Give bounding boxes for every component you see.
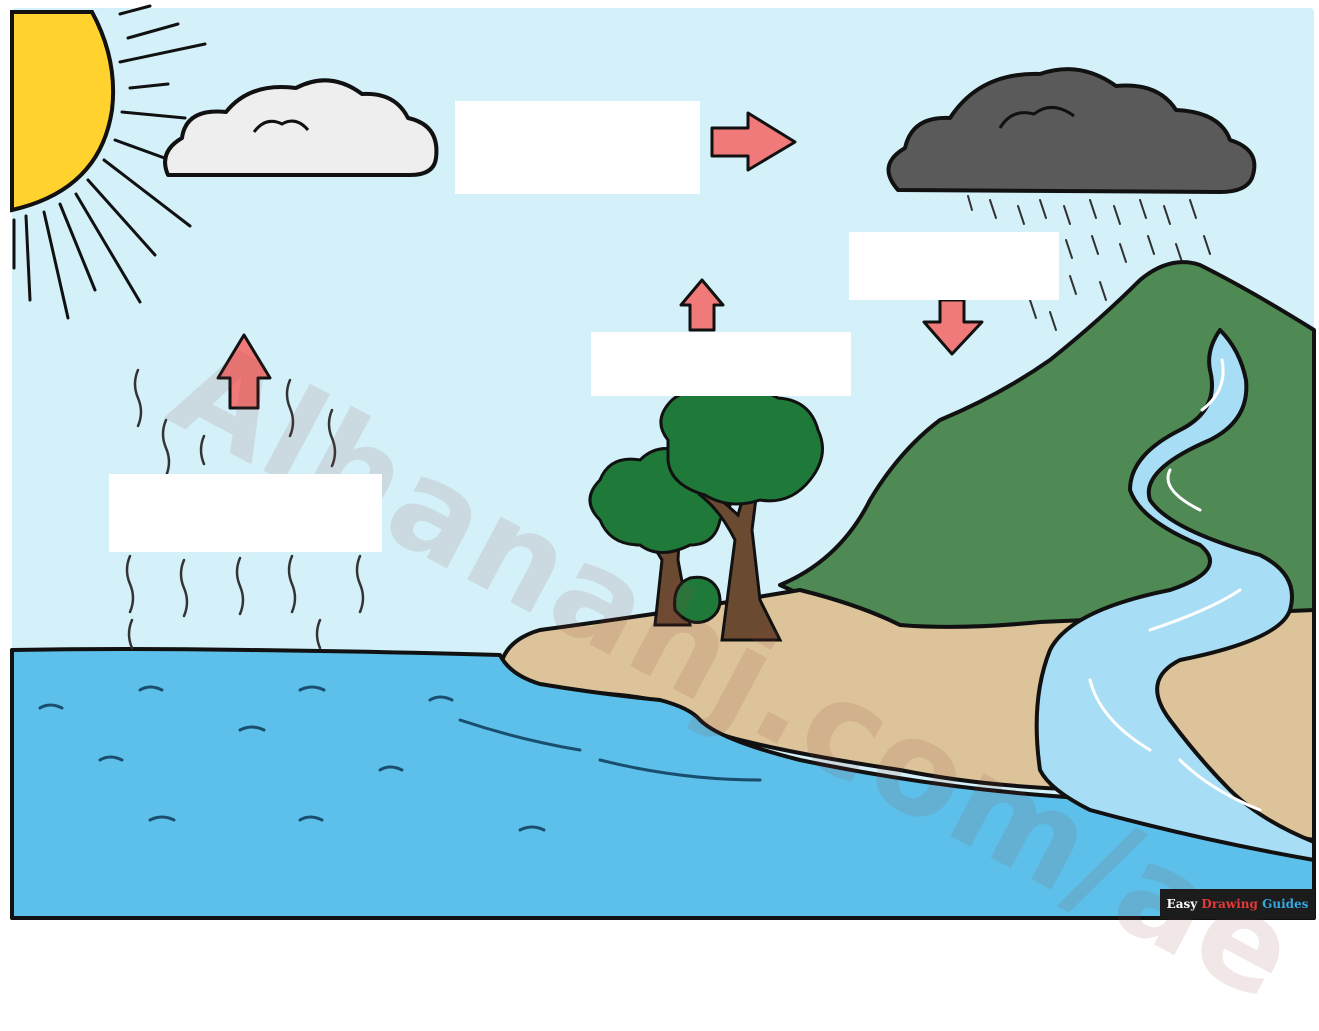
label-box-evaporation: [109, 474, 382, 552]
label-box-condensation: [455, 101, 700, 194]
brand-badge: Easy Drawing Guides: [1160, 889, 1315, 919]
label-box-precipitation: [849, 232, 1059, 300]
brand-word-drawing: Drawing: [1201, 897, 1258, 911]
label-box-transpiration: [591, 332, 851, 396]
brand-word-easy: Easy: [1167, 897, 1198, 911]
brand-word-guides: Guides: [1262, 897, 1308, 911]
